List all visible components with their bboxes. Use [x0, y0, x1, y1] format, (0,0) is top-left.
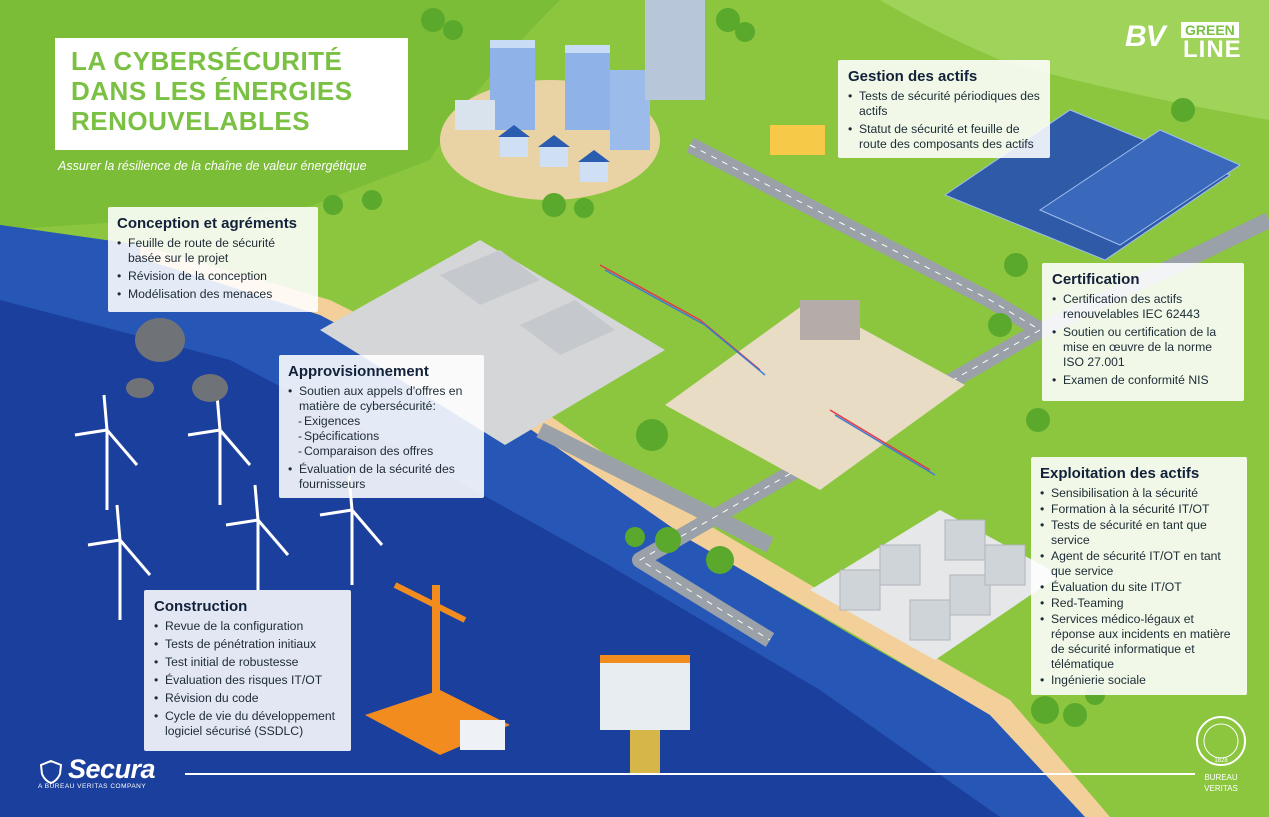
- list-item: Tests de pénétration initiaux: [154, 637, 341, 652]
- list-item: Ingénierie sociale: [1040, 673, 1238, 688]
- list-item: Révision du code: [154, 691, 341, 706]
- bureau-veritas-seal: 1828 BUREAU VERITAS: [1196, 716, 1246, 793]
- list-item: Évaluation des risques IT/OT: [154, 673, 341, 688]
- list-item: Red-Teaming: [1040, 596, 1238, 611]
- sub-list-item: Spécifications: [288, 429, 475, 444]
- panel-title: Certification: [1052, 271, 1140, 288]
- sub-list-item: Comparaison des offres: [288, 444, 475, 459]
- panel-title: Approvisionnement: [288, 363, 429, 380]
- shield-icon: [39, 759, 63, 785]
- list-item: Formation à la sécurité IT/OT: [1040, 502, 1238, 517]
- darker-hills: [880, 0, 1269, 120]
- title-line-1: LA CYBERSÉCURITÉ: [71, 46, 343, 76]
- panel-construction: Construction Revue de la configuration T…: [144, 590, 351, 751]
- switchyard-ground: [665, 300, 965, 490]
- sea-shallow: [0, 225, 1100, 817]
- wind-turbines: [74, 394, 384, 620]
- list-item: Statut de sécurité et feuille de route d…: [848, 122, 1040, 152]
- bv-green-line-logo: BV GREEN LINE: [1125, 18, 1250, 68]
- list-item: Feuille de route de sécurité basée sur l…: [117, 236, 309, 266]
- panel-title: Gestion des actifs: [848, 68, 978, 85]
- list-item: Cycle de vie du développement logiciel s…: [154, 709, 341, 739]
- title-line-2: DANS LES ÉNERGIES: [71, 76, 353, 106]
- list-item: Certification des actifs renouvelables I…: [1052, 292, 1234, 322]
- list-item: Revue de la configuration: [154, 619, 341, 634]
- list-item: Soutien aux appels d'offres en matière d…: [288, 384, 475, 414]
- list-item: Services médico-légaux et réponse aux in…: [1040, 612, 1238, 672]
- jackup-rig: [365, 582, 510, 755]
- sub-list-item: Exigences: [288, 414, 475, 429]
- page-subtitle: Assurer la résilience de la chaîne de va…: [58, 159, 367, 173]
- secura-tagline: A BUREAU VERITAS COMPANY: [38, 783, 147, 790]
- secura-name: Secura: [68, 754, 156, 784]
- seal-year: 1828: [1214, 758, 1228, 764]
- seal-line-2: VERITAS: [1204, 784, 1238, 793]
- gas-station: [770, 125, 825, 155]
- power-lines: [599, 264, 936, 476]
- secura-logo: Secura A BUREAU VERITAS COMPANY: [38, 754, 156, 790]
- panel-gestion-des-actifs: Gestion des actifs Tests de sécurité pér…: [838, 60, 1050, 158]
- page-title: LA CYBERSÉCURITÉ DANS LES ÉNERGIES RENOU…: [71, 46, 353, 136]
- panel-exploitation: Exploitation des actifs Sensibilisation …: [1031, 457, 1247, 695]
- battery-containers: [839, 519, 1026, 641]
- rocks: [126, 318, 228, 402]
- list-item: Sensibilisation à la sécurité: [1040, 486, 1238, 501]
- footer-divider: [185, 773, 1195, 775]
- list-item: Agent de sécurité IT/OT en tant que serv…: [1040, 549, 1238, 579]
- logo-line-text: LINE: [1183, 36, 1242, 63]
- logo-green-text: GREEN: [1181, 22, 1239, 38]
- title-line-3: RENOUVELABLES: [71, 106, 311, 136]
- panel-approvisionnement: Approvisionnement Soutien aux appels d'o…: [279, 355, 484, 498]
- seal-line-1: BUREAU: [1204, 773, 1238, 782]
- offshore-substation: [600, 655, 690, 775]
- list-item: Soutien ou certification de la mise en œ…: [1052, 325, 1234, 370]
- city-buildings: [455, 0, 705, 182]
- panel-title: Exploitation des actifs: [1040, 465, 1200, 482]
- panel-title: Construction: [154, 598, 248, 615]
- list-item: Évaluation du site IT/OT: [1040, 580, 1238, 595]
- list-item: Test initial de robustesse: [154, 655, 341, 670]
- list-item: Examen de conformité NIS: [1052, 373, 1234, 388]
- title-box: LA CYBERSÉCURITÉ DANS LES ÉNERGIES RENOU…: [55, 38, 408, 150]
- panel-conception: Conception et agréments Feuille de route…: [108, 207, 318, 312]
- substation-ground: [320, 240, 665, 445]
- list-item: Tests de sécurité en tant que service: [1040, 518, 1238, 548]
- substation-buildings: [440, 250, 860, 355]
- trees: [323, 8, 1195, 727]
- list-item: Révision de la conception: [117, 269, 309, 284]
- list-item: Modélisation des menaces: [117, 287, 309, 302]
- logo-bv-text: BV: [1125, 20, 1166, 53]
- panel-title: Conception et agréments: [117, 215, 298, 232]
- panel-certification: Certification Certification des actifs r…: [1042, 263, 1244, 401]
- list-item: Évaluation de la sécurité des fournisseu…: [288, 462, 475, 492]
- list-item: Tests de sécurité périodiques des actifs: [848, 89, 1040, 119]
